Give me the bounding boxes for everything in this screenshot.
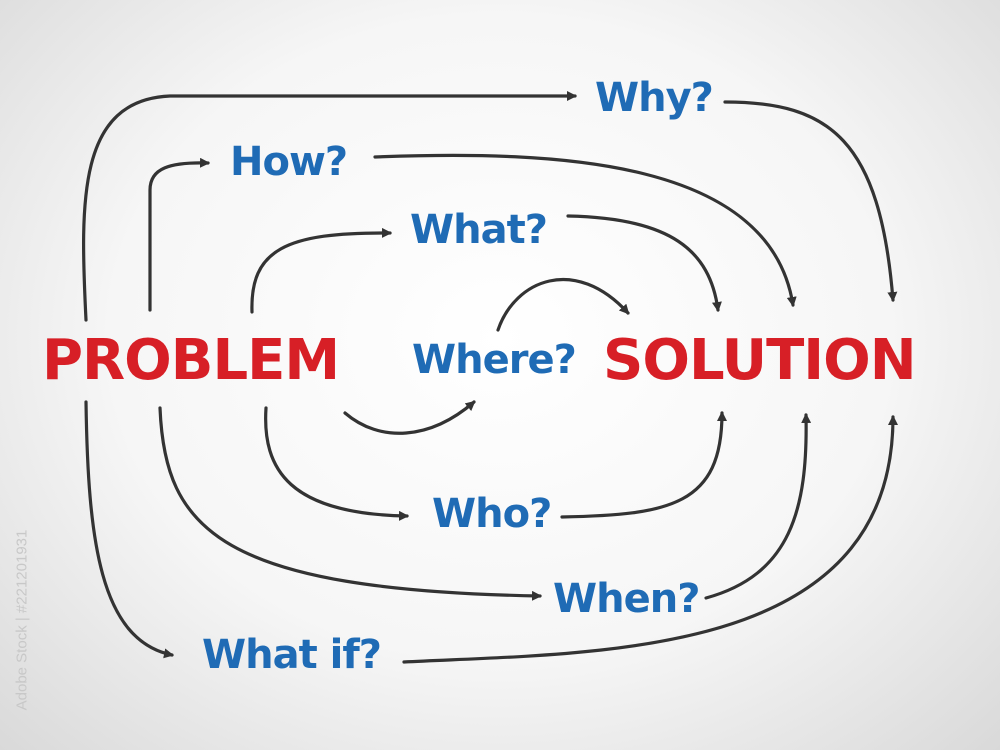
arrow-problem-to-what	[250, 227, 392, 314]
arrow-problem-to-who	[264, 406, 409, 521]
arrow-how-to-solution	[373, 153, 797, 307]
arrow-whatif-to-solution	[402, 415, 898, 664]
when-label: When?	[553, 576, 700, 622]
how-label: How?	[230, 139, 348, 185]
arrow-what-to-solution	[566, 214, 722, 312]
arrow-when-to-solution	[704, 413, 812, 600]
why-label: Why?	[595, 75, 714, 121]
arrow-problem-to-whatif	[84, 400, 174, 659]
arrow-problem-to-when	[158, 406, 542, 601]
arrow-who-to-solution	[560, 411, 727, 519]
arrow-problem-to-why	[81, 91, 577, 322]
where-label: Where?	[412, 337, 577, 383]
problem-label: PROBLEM	[42, 328, 340, 393]
what-label: What?	[410, 207, 548, 253]
stock-watermark-text: Adobe Stock | #221201931	[13, 529, 31, 711]
stock-watermark: Adobe Stock | #221201931	[2, 520, 42, 720]
arrow-where-to-solution	[496, 277, 630, 332]
whatif-label: What if?	[202, 632, 382, 678]
arrow-why-to-solution	[723, 100, 898, 302]
arrow-problem-to-how	[148, 157, 210, 312]
solution-label: SOLUTION	[603, 328, 917, 393]
arrow-problem-to-where	[343, 400, 476, 435]
who-label: Who?	[432, 491, 552, 537]
